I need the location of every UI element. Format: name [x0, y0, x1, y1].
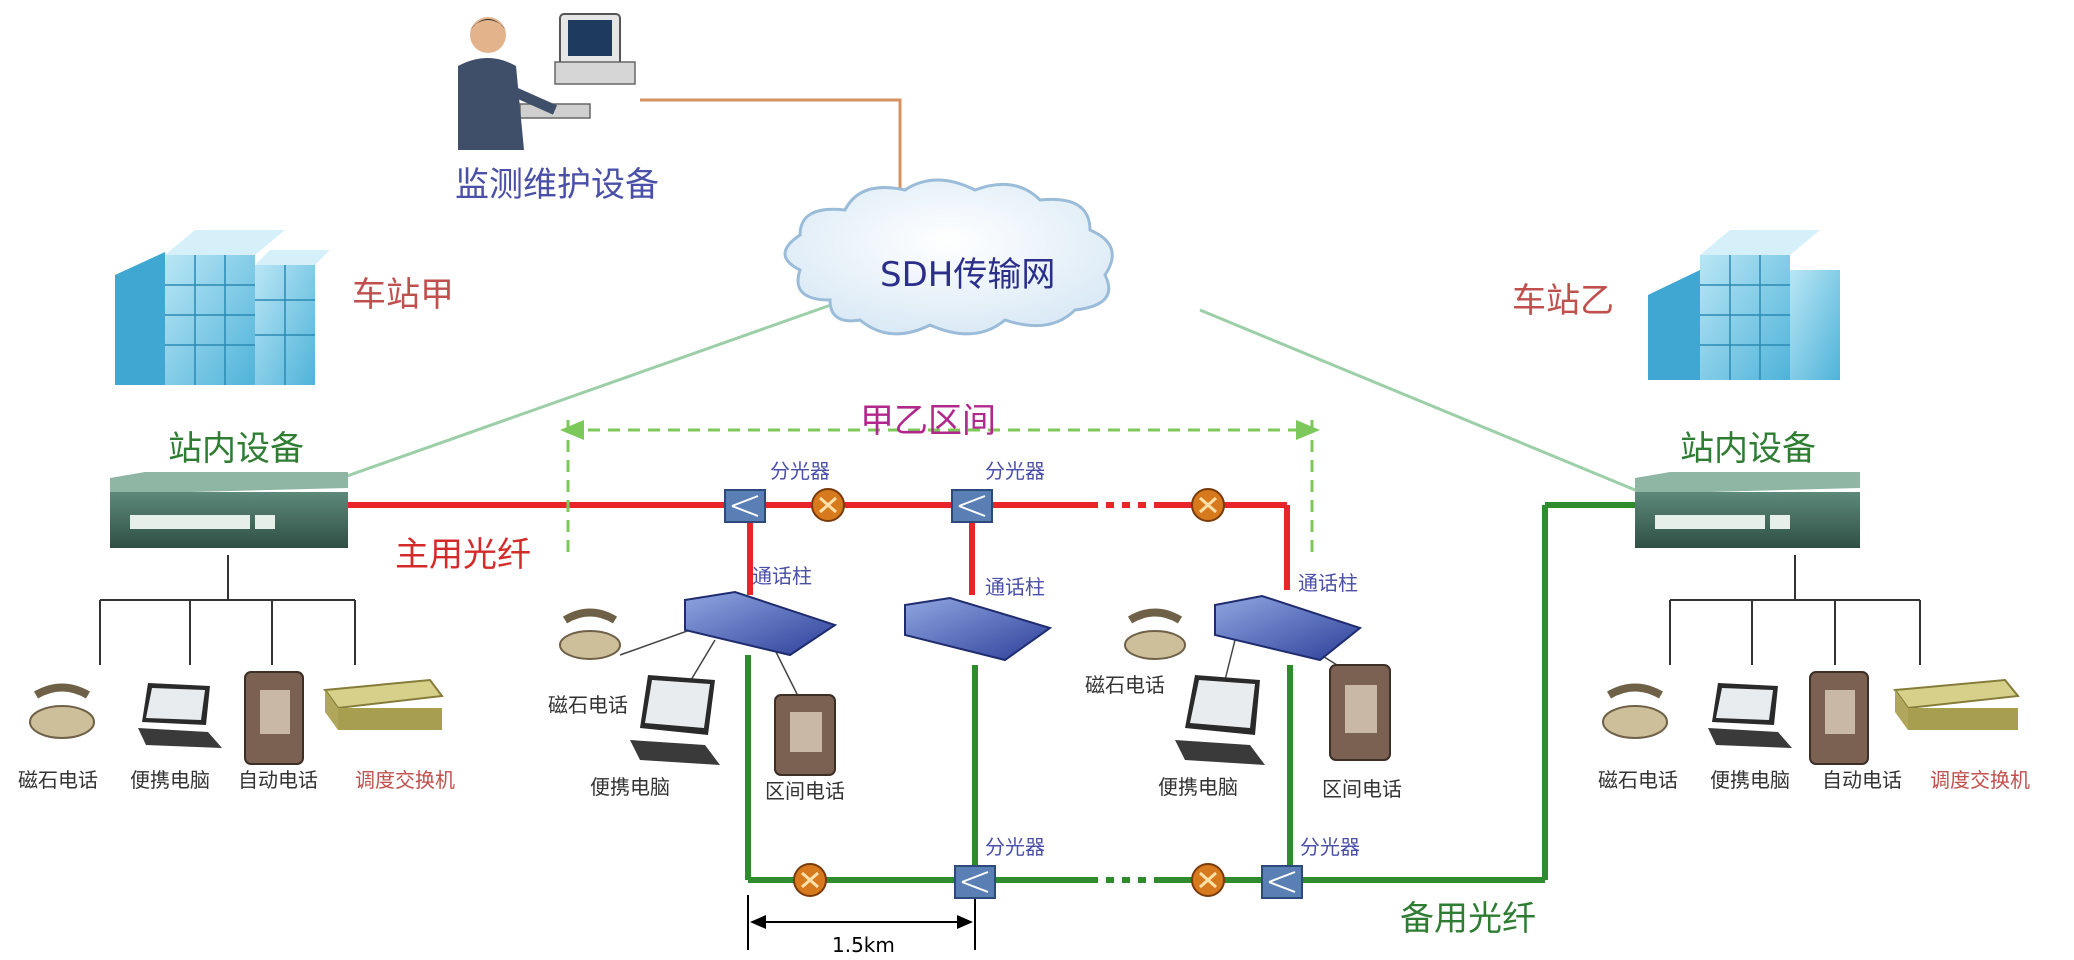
call-post-label: 通话柱: [1298, 571, 1358, 595]
laptop-icon: [1708, 683, 1792, 748]
magneto-phone-icon: [1124, 608, 1186, 660]
auto-phone-label: 自动电话: [1822, 768, 1902, 792]
splitter-icon: [1261, 865, 1303, 899]
section-phone-label: 区间电话: [1322, 777, 1402, 801]
auto-phone-icon: [1809, 671, 1869, 765]
monitor-label: 监测维护设备: [455, 165, 659, 205]
call-post-icon: [904, 596, 1053, 662]
station-a-label: 车站甲: [352, 275, 454, 315]
laptop-icon: [1175, 675, 1265, 765]
magneto-phone-icon: [29, 683, 95, 739]
distance-label: 1.5km: [832, 933, 895, 957]
station-a-switch-icon: [110, 472, 348, 548]
sdh-link-b: [1199, 308, 1641, 494]
magneto-phone-label: 磁石电话: [18, 768, 98, 792]
monitor-workstation-icon: [458, 13, 636, 150]
repeater-icon: [1191, 863, 1225, 897]
station-b-equipment-label: 站内设备: [1680, 429, 1816, 469]
station-b-building-icon: [1648, 230, 1840, 380]
splitter-label: 分光器: [770, 459, 830, 483]
laptop-label: 便携电脑: [130, 768, 210, 792]
station-a-building-icon: [115, 230, 330, 385]
section-arrow-right: [1296, 420, 1320, 440]
dispatch-switch-label: 调度交换机: [1930, 768, 2030, 792]
splitter-label: 分光器: [985, 835, 1045, 859]
distance-marker: [747, 895, 976, 950]
dispatch-switch-label: 调度交换机: [355, 768, 455, 792]
splitter-label: 分光器: [1300, 835, 1360, 859]
monitor-link: [640, 98, 902, 220]
call-post-icon: [684, 590, 838, 657]
backup-fiber-label: 备用光纤: [1400, 899, 1536, 939]
section-arrow-left: [560, 420, 584, 440]
magneto-phone-icon: [1602, 683, 1668, 739]
auto-phone-label: 自动电话: [238, 768, 318, 792]
call-post-icon: [1214, 594, 1363, 662]
laptop-icon: [630, 675, 720, 765]
laptop-label: 便携电脑: [1710, 768, 1790, 792]
station-b-tree: [1669, 555, 1921, 665]
main-fiber-label: 主用光纤: [395, 535, 531, 575]
station-b-label: 车站乙: [1512, 281, 1614, 321]
section-phone-icon: [1329, 664, 1391, 761]
splitter-icon: [954, 865, 996, 899]
section-phone-label: 区间电话: [765, 779, 845, 803]
laptop-label: 便携电脑: [590, 775, 670, 799]
distance-arrow-right: [957, 915, 973, 929]
repeater-icon: [1191, 488, 1225, 522]
station-a-equipment-label: 站内设备: [168, 429, 304, 469]
splitter-label: 分光器: [985, 459, 1045, 483]
auto-phone-icon: [244, 671, 304, 765]
section-bracket: [566, 420, 1314, 555]
section-phone-icon: [774, 694, 836, 776]
magneto-phone-label: 磁石电话: [548, 693, 628, 717]
sdh-cloud-icon: [783, 178, 1114, 336]
splitter-icon: [951, 489, 993, 523]
dispatch-switch-icon: [1893, 678, 2020, 730]
distance-arrow-left: [750, 915, 766, 929]
sdh-link-a: [329, 298, 846, 484]
magneto-phone-label: 磁石电话: [1085, 673, 1165, 697]
laptop-label: 便携电脑: [1158, 775, 1238, 799]
call-post-label: 通话柱: [985, 575, 1045, 599]
section-label: 甲乙区间: [860, 401, 996, 441]
call-post-label: 通话柱: [752, 564, 812, 588]
dispatch-switch-icon: [323, 678, 444, 730]
station-a-tree: [99, 555, 356, 665]
magneto-phone-icon: [559, 608, 621, 660]
splitter-icon: [724, 489, 766, 523]
repeater-icon: [811, 488, 845, 522]
station-b-switch-icon: [1635, 472, 1860, 548]
sdh-label: SDH传输网: [880, 255, 1055, 295]
magneto-phone-label: 磁石电话: [1598, 768, 1678, 792]
repeater-icon: [793, 863, 827, 897]
laptop-icon: [138, 683, 222, 748]
